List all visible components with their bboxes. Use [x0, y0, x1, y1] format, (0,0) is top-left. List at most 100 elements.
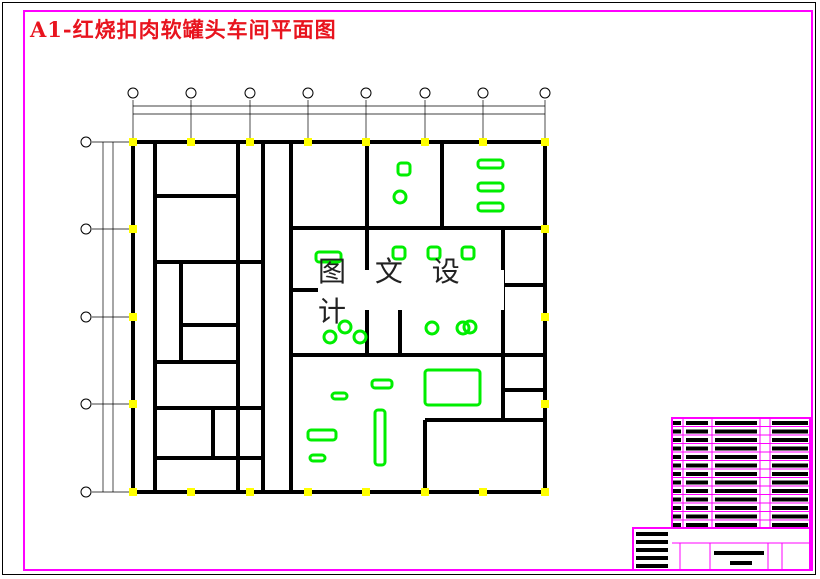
- table-text: [636, 556, 668, 560]
- column: [187, 138, 195, 146]
- table-text: [772, 455, 808, 459]
- column: [304, 138, 312, 146]
- table-text: [715, 497, 757, 502]
- equipment-unit: [330, 391, 349, 401]
- drawing-title: A1-红烧扣肉软罐头车间平面图: [30, 17, 337, 42]
- table-text: [715, 514, 757, 519]
- equipment-unit: [476, 181, 505, 193]
- equipment-unit: [391, 245, 407, 261]
- table-text: [686, 514, 708, 519]
- column: [479, 488, 487, 496]
- equipment-unit: [476, 201, 505, 213]
- table-text: [772, 463, 808, 468]
- table-text: [686, 489, 708, 493]
- column: [129, 400, 137, 408]
- title-block-table: [632, 527, 811, 571]
- equipment-unit: [396, 161, 412, 177]
- equipment-unit: [476, 158, 505, 170]
- column: [421, 138, 429, 146]
- table-text: [772, 438, 808, 442]
- equipment-unit: [373, 408, 387, 467]
- column: [479, 138, 487, 146]
- table-text: [686, 523, 708, 527]
- table-text: [673, 421, 681, 425]
- column: [541, 225, 549, 233]
- table-text: [686, 455, 708, 459]
- table-text: [673, 446, 681, 451]
- table-text: [772, 472, 808, 476]
- table-text: [673, 455, 681, 459]
- axis-bubble: [419, 87, 431, 99]
- column: [541, 488, 549, 496]
- table-text: [636, 564, 668, 568]
- table-text: [715, 455, 757, 459]
- table-text: [715, 446, 757, 451]
- column: [246, 488, 254, 496]
- equipment-unit: [423, 368, 482, 407]
- table-text: [715, 438, 757, 442]
- column: [541, 400, 549, 408]
- table-text: [686, 472, 708, 476]
- drawing-frame: [23, 10, 813, 571]
- equipment-unit: [314, 250, 343, 264]
- axis-bubble: [185, 87, 197, 99]
- equipment-tank: [392, 189, 408, 205]
- table-text: [715, 463, 757, 468]
- table-text: [686, 438, 708, 442]
- axis-bubble: [80, 311, 92, 323]
- column: [129, 488, 137, 496]
- equipment-tank: [455, 320, 471, 336]
- table-text: [772, 446, 808, 451]
- table-text: [772, 506, 808, 510]
- equipment-tank: [322, 329, 338, 345]
- equipment-tank: [462, 319, 478, 335]
- equipment: [306, 158, 505, 467]
- table-text: [686, 463, 708, 468]
- equipment-tank: [337, 319, 353, 335]
- table-text: [673, 489, 681, 493]
- title-block: [632, 417, 811, 571]
- table-text: [715, 480, 757, 485]
- table-text: [715, 489, 757, 493]
- table-text: [715, 421, 757, 425]
- table-text: [673, 429, 681, 434]
- table-text: [686, 506, 708, 510]
- table-text: [673, 480, 681, 485]
- column: [541, 313, 549, 321]
- table-text: [772, 421, 808, 425]
- column: [304, 488, 312, 496]
- column: [541, 138, 549, 146]
- table-text: [772, 429, 808, 434]
- column: [129, 225, 137, 233]
- table-text: [715, 429, 757, 434]
- table-text: [636, 548, 668, 552]
- axis-bubble: [127, 87, 139, 99]
- table-text: [715, 506, 757, 510]
- table-text: [730, 561, 752, 565]
- table-text: [686, 421, 708, 425]
- column: [187, 488, 195, 496]
- equipment-unit: [306, 428, 338, 442]
- columns: [129, 138, 549, 496]
- table-text: [673, 463, 681, 468]
- table-text: [673, 523, 681, 527]
- table-text: [715, 523, 757, 527]
- column: [129, 313, 137, 321]
- axis-grid: [80, 87, 551, 498]
- axis-bubble: [80, 223, 92, 235]
- table-text: [772, 523, 808, 527]
- table-text: [673, 438, 681, 442]
- table-text: [636, 532, 668, 536]
- axis-bubble: [302, 87, 314, 99]
- axis-bubble: [539, 87, 551, 99]
- axis-bubble: [80, 486, 92, 498]
- axis-bubble: [477, 87, 489, 99]
- table-text: [686, 446, 708, 451]
- axis-bubble: [80, 136, 92, 148]
- table-text: [772, 489, 808, 493]
- equipment-unit: [460, 245, 476, 261]
- column: [362, 138, 370, 146]
- axis-bubble: [360, 87, 372, 99]
